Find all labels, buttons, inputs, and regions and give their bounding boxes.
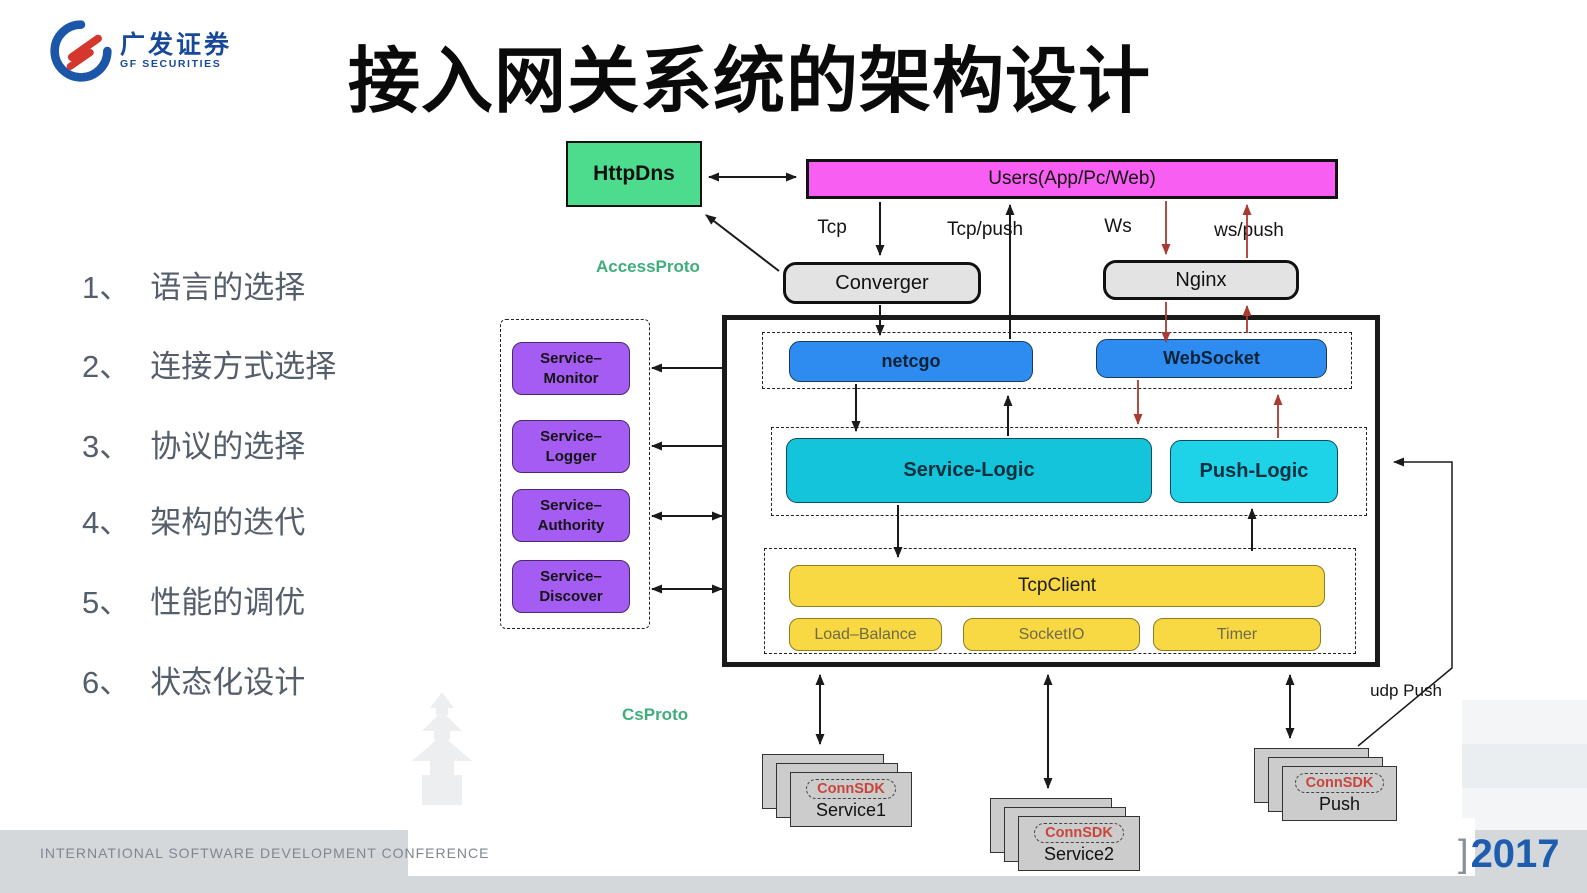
stack-service1: ConnSDK Service1 bbox=[762, 754, 912, 827]
node-push-logic: Push-Logic bbox=[1170, 440, 1338, 503]
stack-service2: ConnSDK Service2 bbox=[990, 798, 1140, 871]
edge-label-tcp: Tcp bbox=[817, 217, 847, 238]
topic-number: 4、 bbox=[82, 505, 131, 540]
node-service-logger: Service– Logger bbox=[512, 420, 630, 473]
node-load-balance: Load–Balance bbox=[789, 618, 942, 651]
cs-proto-label: CsProto bbox=[622, 705, 689, 724]
topic-number: 5、 bbox=[82, 585, 131, 620]
topic-item-6: 6、状态化设计 bbox=[82, 657, 305, 702]
logo-en-text: GF SECURITIES bbox=[120, 57, 222, 70]
stack-front: ConnSDK Push bbox=[1282, 766, 1397, 821]
topic-item-4: 4、架构的迭代 bbox=[82, 497, 305, 542]
edge-label-udp-push: udp Push bbox=[1370, 681, 1442, 700]
conference-year: ] 2017 bbox=[1458, 832, 1560, 877]
service-line1: Service– bbox=[540, 428, 602, 445]
service-line2: Authority bbox=[537, 516, 605, 534]
topic-number: 1、 bbox=[82, 270, 131, 305]
service-line2: Logger bbox=[545, 447, 597, 465]
topic-text: 性能的调优 bbox=[150, 585, 306, 620]
node-service-monitor: Service– Monitor bbox=[512, 342, 630, 395]
edge-label-ws-push: ws/push bbox=[1214, 220, 1284, 241]
node-service-discover: Service– Discover bbox=[512, 560, 630, 613]
pagoda-watermark-icon bbox=[412, 692, 472, 805]
year-text: 2017 bbox=[1470, 832, 1560, 876]
topic-text: 协议的选择 bbox=[150, 429, 306, 464]
node-tcpclient: TcpClient bbox=[789, 565, 1325, 607]
gf-securities-logo: 广发证券 GF SECURITIES bbox=[50, 20, 232, 82]
topic-text: 架构的迭代 bbox=[150, 505, 306, 540]
page-title: 接入网关系统的架构设计 bbox=[348, 42, 1152, 122]
service-line1: Service– bbox=[540, 350, 602, 367]
stack-label: Service2 bbox=[1043, 844, 1115, 864]
topic-item-5: 5、性能的调优 bbox=[82, 577, 305, 622]
edge-label-ws: Ws bbox=[1104, 216, 1132, 237]
logo-cn-text: 广发证券 bbox=[120, 31, 233, 60]
topic-number: 2、 bbox=[82, 349, 131, 384]
bg-stripe bbox=[1462, 700, 1587, 744]
edge-label-tcp-push: Tcp/push bbox=[946, 219, 1024, 240]
bg-stripe bbox=[1462, 744, 1587, 788]
node-service-authority: Service– Authority bbox=[512, 489, 630, 542]
arrow-converger-httpdns bbox=[705, 214, 780, 272]
diagram-canvas-patch bbox=[408, 818, 1475, 876]
access-proto-label: AccessProto bbox=[596, 257, 700, 276]
node-service-logic: Service-Logic bbox=[786, 438, 1152, 503]
topic-text: 语言的选择 bbox=[150, 270, 306, 305]
topic-number: 6、 bbox=[82, 665, 131, 700]
connsdk-badge: ConnSDK bbox=[806, 779, 896, 799]
stack-front: ConnSDK Service1 bbox=[790, 772, 912, 827]
topic-item-1: 1、语言的选择 bbox=[82, 262, 305, 307]
connsdk-badge: ConnSDK bbox=[1294, 773, 1385, 793]
topic-item-3: 3、协议的选择 bbox=[82, 421, 305, 466]
connsdk-badge: ConnSDK bbox=[1034, 823, 1124, 843]
year-bracket: ] bbox=[1458, 833, 1469, 875]
node-websocket: WebSocket bbox=[1096, 339, 1327, 378]
gf-securities-logo-icon bbox=[50, 20, 112, 82]
service-line2: Discover bbox=[539, 587, 603, 605]
node-socketio: SocketIO bbox=[963, 618, 1140, 651]
topic-number: 3、 bbox=[82, 429, 131, 464]
service-line1: Service– bbox=[540, 497, 602, 514]
bg-stripe bbox=[1462, 788, 1587, 830]
node-httpdns: HttpDns bbox=[566, 141, 702, 207]
topic-item-2: 2、连接方式选择 bbox=[82, 341, 336, 386]
service-line1: Service– bbox=[540, 568, 602, 585]
conference-name: INTERNATIONAL SOFTWARE DEVELOPMENT CONFE… bbox=[40, 845, 490, 861]
topic-text: 状态化设计 bbox=[150, 665, 306, 700]
node-netcgo: netcgo bbox=[789, 341, 1033, 382]
topic-text: 连接方式选择 bbox=[150, 349, 337, 384]
node-nginx: Nginx bbox=[1103, 260, 1299, 300]
stack-push: ConnSDK Push bbox=[1254, 748, 1399, 821]
node-users: Users(App/Pc/Web) bbox=[806, 159, 1338, 199]
node-converger: Converger bbox=[783, 262, 981, 304]
stack-label: Service1 bbox=[815, 800, 887, 820]
service-line2: Monitor bbox=[543, 369, 599, 387]
stack-label: Push bbox=[1318, 794, 1361, 814]
node-timer: Timer bbox=[1153, 618, 1321, 651]
stack-front: ConnSDK Service2 bbox=[1018, 816, 1140, 871]
